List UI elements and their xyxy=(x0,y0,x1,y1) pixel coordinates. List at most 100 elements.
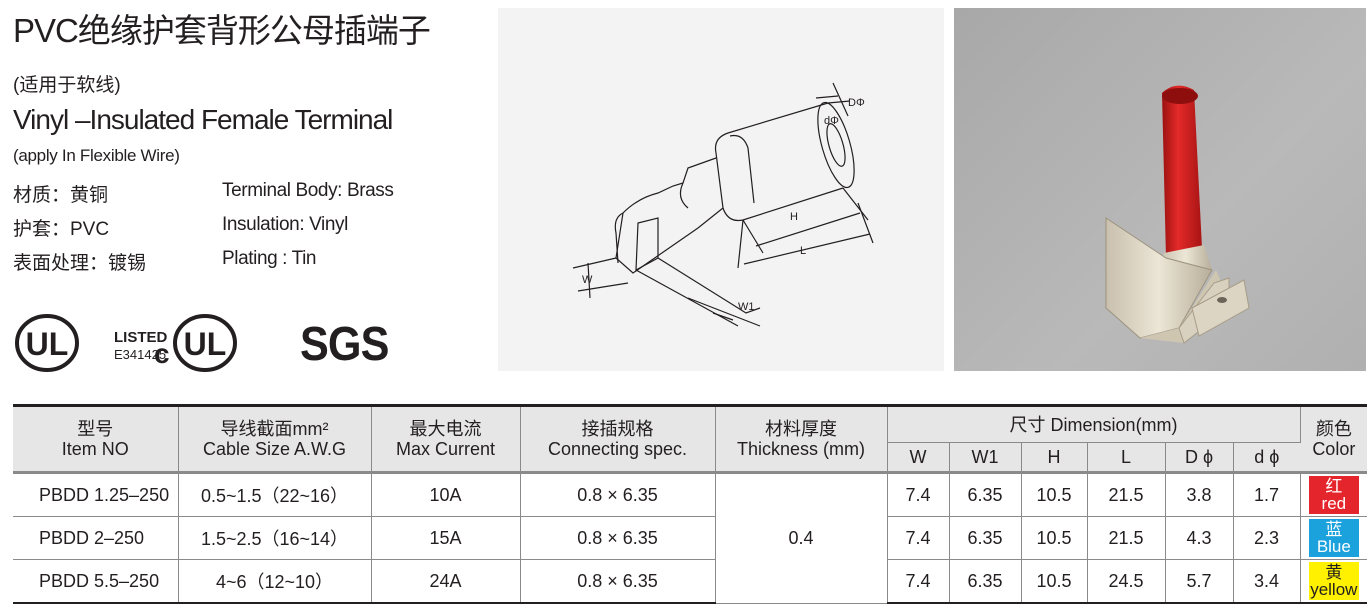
cell-H: 10.5 xyxy=(1021,559,1088,604)
cell-W1: 6.35 xyxy=(949,472,1022,517)
cell-W: 7.4 xyxy=(887,516,950,560)
table-row: PBDD 5.5–250 4~6（12~10） 24A 0.8 × 6.35 7… xyxy=(13,559,1368,604)
cul-logo-text: UL xyxy=(184,326,227,362)
insulation-label-cn: 护套：PVC xyxy=(13,219,110,240)
cell-D: 5.7 xyxy=(1165,559,1234,604)
cell-d: 1.7 xyxy=(1233,472,1301,517)
cell-thickness: 0.4 xyxy=(715,472,888,604)
col-header-thickness: 材料厚度 Thickness (mm) xyxy=(715,404,888,474)
title-chinese: PVC绝缘护套背形公母插端子 xyxy=(13,12,431,49)
cell-d: 3.4 xyxy=(1233,559,1301,604)
cell-W1: 6.35 xyxy=(949,516,1022,560)
color-cn: 红 xyxy=(1325,477,1343,496)
dim-label-L: L xyxy=(800,245,806,257)
cell-current: 24A xyxy=(371,559,521,604)
col-header-thickness-cn: 材料厚度 xyxy=(765,419,837,439)
col-header-current-cn: 最大电流 xyxy=(409,419,482,439)
cell-cable: 4~6（12~10） xyxy=(178,559,372,604)
cell-item: PBDD 2–250 xyxy=(13,516,179,560)
cell-current: 15A xyxy=(371,516,521,560)
plating-label-en: Plating : Tin xyxy=(222,248,317,269)
col-header-cable-en: Cable Size A.W.G xyxy=(202,439,347,459)
table-row: PBDD 1.25–250 0.5~1.5（22~16） 10A 0.8 × 6… xyxy=(13,472,1368,604)
color-en: Blue xyxy=(1316,537,1351,556)
color-cn: 蓝 xyxy=(1325,520,1343,539)
cell-cable: 0.5~1.5（22~16） xyxy=(178,472,372,517)
product-photo xyxy=(954,8,1366,371)
col-header-D: D ϕ xyxy=(1165,442,1234,474)
cell-current: 10A xyxy=(371,472,521,517)
terminal-photo-illustration xyxy=(1105,85,1250,344)
col-header-W: W xyxy=(887,442,950,474)
material-label-en: Terminal Body: Brass xyxy=(222,180,394,201)
listed-text: LISTED xyxy=(114,329,168,346)
color-cn: 黄 xyxy=(1325,563,1343,582)
col-header-spec: 接插规格 Connecting spec. xyxy=(520,404,716,474)
cul-c-text: c xyxy=(154,338,170,369)
col-header-cable: 导线截面mm² Cable Size A.W.G xyxy=(178,404,372,474)
cell-D: 3.8 xyxy=(1165,472,1234,517)
insulation-label-en: Insulation: Vinyl xyxy=(222,214,348,235)
cell-D: 4.3 xyxy=(1165,516,1234,560)
col-header-thickness-en: Thickness (mm) xyxy=(736,439,865,459)
dim-label-W: W xyxy=(582,274,593,286)
cell-spec: 0.8 × 6.35 xyxy=(520,516,716,560)
cell-W: 7.4 xyxy=(887,559,950,604)
col-header-dimension: 尺寸 Dimension(mm) xyxy=(887,404,1301,443)
col-header-spec-en: Connecting spec. xyxy=(547,439,688,459)
cell-cable: 1.5~2.5（16~14） xyxy=(178,516,372,560)
cell-item: PBDD 5.5–250 xyxy=(13,559,179,604)
cul-logo: c UL xyxy=(154,314,237,372)
material-label-cn: 材质：黄铜 xyxy=(13,185,109,206)
cell-spec: 0.8 × 6.35 xyxy=(520,472,716,517)
dim-label-D: DΦ xyxy=(848,97,865,109)
cell-spec: 0.8 × 6.35 xyxy=(520,559,716,604)
cell-H: 10.5 xyxy=(1021,472,1088,517)
dim-label-d: dΦ xyxy=(824,115,839,127)
dim-label-W1: W1 xyxy=(738,301,755,313)
listed-number: E341425 xyxy=(114,347,167,362)
col-header-current: 最大电流 Max Current xyxy=(371,404,521,474)
cell-L: 21.5 xyxy=(1087,516,1166,560)
col-header-color: 颜色 Color xyxy=(1300,404,1368,474)
subtitle-english: (apply In Flexible Wire) xyxy=(13,146,180,165)
spec-table: 型号 Item NO 导线截面mm² Cable Size A.W.G 最大电流… xyxy=(13,404,1368,604)
dim-label-H: H xyxy=(790,211,798,223)
title-english: Vinyl –Insulated Female Terminal xyxy=(13,104,393,135)
sgs-logo: SGS xyxy=(300,318,389,371)
ul-logo-text: UL xyxy=(26,326,69,362)
subtitle-chinese: (适用于软线) xyxy=(13,75,121,96)
table-row: PBDD 2–250 1.5~2.5（16~14） 15A 0.8 × 6.35… xyxy=(13,516,1368,560)
col-header-current-en: Max Current xyxy=(395,439,496,459)
plating-label-cn: 表面处理：镀锡 xyxy=(13,253,147,274)
col-header-item: 型号 Item NO xyxy=(13,404,179,474)
col-header-cable-cn: 导线截面mm² xyxy=(220,419,329,439)
cell-L: 21.5 xyxy=(1087,472,1166,517)
cell-item: PBDD 1.25–250 xyxy=(13,472,179,517)
cell-H: 10.5 xyxy=(1021,516,1088,560)
cell-L: 24.5 xyxy=(1087,559,1166,604)
col-header-item-cn: 型号 xyxy=(77,419,114,439)
cell-W: 7.4 xyxy=(887,472,950,517)
terminal-line-drawing: DΦ dΦ H L W W1 xyxy=(572,82,874,327)
col-header-color-cn: 颜色 xyxy=(1315,419,1352,439)
col-header-W1: W1 xyxy=(949,442,1022,474)
col-header-color-en: Color xyxy=(1312,439,1356,459)
col-header-spec-cn: 接插规格 xyxy=(581,419,654,439)
ul-logo: UL xyxy=(15,314,79,372)
color-en: red xyxy=(1321,494,1347,513)
cell-d: 2.3 xyxy=(1233,516,1301,560)
technical-drawing: DΦ dΦ H L W W1 xyxy=(498,8,944,371)
col-header-H: H xyxy=(1021,442,1088,474)
cell-W1: 6.35 xyxy=(949,559,1022,604)
col-header-d: d ϕ xyxy=(1233,442,1301,474)
col-header-item-en: Item NO xyxy=(61,439,129,459)
color-en: yellow xyxy=(1310,580,1358,599)
col-header-L: L xyxy=(1087,442,1166,474)
